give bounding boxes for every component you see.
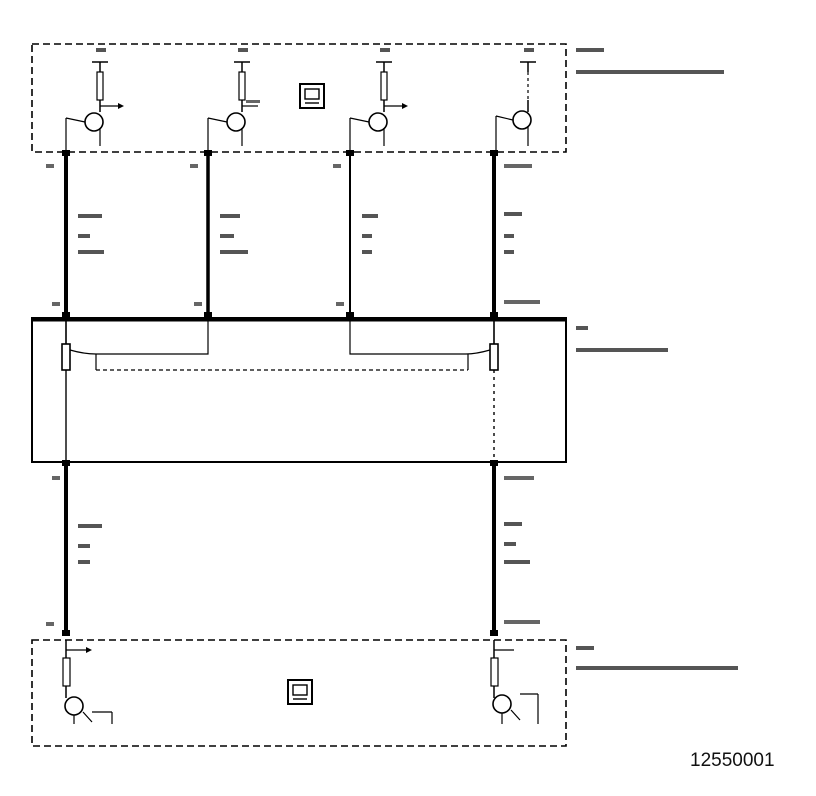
diagram-id-number: 12550001: [690, 750, 775, 771]
top-transistor-1: [65, 61, 124, 152]
bottom-sensor-left: [62, 640, 113, 724]
top-box-illegible-label: [96, 48, 724, 103]
bottom-component-box: [31, 639, 738, 747]
upper-wires: [62, 150, 498, 318]
upper-wire-labels: [46, 164, 540, 306]
module-icon-top: [299, 83, 325, 109]
lower-wires: [46, 460, 540, 636]
top-transistor-2: [207, 61, 258, 152]
top-component-box: [31, 43, 724, 153]
top-transistor-3: [349, 61, 408, 152]
module-icon-bottom: [287, 679, 313, 705]
central-control-module: [31, 317, 668, 463]
top-transistor-4: [495, 61, 536, 152]
bottom-sensor-right: [490, 640, 539, 724]
bottom-box-illegible-label: [576, 646, 738, 670]
